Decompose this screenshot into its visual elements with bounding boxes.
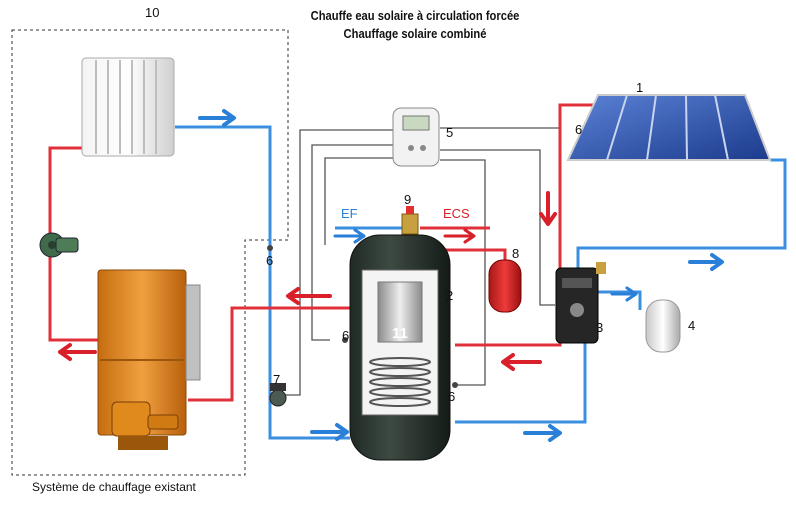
arrow-red-down: [539, 191, 557, 226]
system-number-label: 10: [145, 5, 159, 20]
sensors: [267, 245, 458, 388]
arrow-blue-tank-in: [310, 423, 349, 441]
label-pump-station: 3: [596, 320, 603, 335]
label-cold-water: EF: [341, 206, 358, 221]
controller: [392, 107, 440, 167]
arrow-red-ecs: [443, 228, 476, 244]
label-valve: 7: [273, 372, 280, 387]
label-hot-water: ECS: [443, 206, 470, 221]
flow-arrows: [58, 109, 724, 442]
label-expansion-vessel: 4: [688, 318, 695, 333]
circulator-pump: [39, 232, 79, 258]
expansion-vessel: [645, 299, 681, 353]
arrow-blue-ef: [333, 228, 366, 244]
radiator: [81, 57, 175, 157]
existing-system-boundary: [11, 29, 289, 476]
label-controller: 5: [446, 125, 453, 140]
arrow-blue-vessel: [610, 286, 638, 302]
sensor-tank-upper: [342, 337, 348, 343]
title-line-1: Chauffe eau solaire à circulation forcée: [310, 8, 520, 23]
label-expansion-tank: 8: [512, 246, 519, 261]
cold-pipes: [175, 125, 787, 440]
boiler: [97, 269, 201, 450]
title-line-2: Chauffage solaire combiné: [343, 26, 487, 41]
label-sensor-tank-upper: 6: [342, 328, 349, 343]
arrow-red-return: [501, 353, 542, 371]
red-expansion-tank: [488, 259, 522, 313]
label-solar-panel: 1: [636, 80, 643, 95]
sensor-left: [267, 245, 273, 251]
valve: [269, 383, 287, 407]
mixing-valve: [401, 206, 419, 235]
sensor-tank-lower: [452, 382, 458, 388]
arrow-blue-bottom: [523, 424, 562, 442]
arrow-red-tank-out: [286, 287, 332, 305]
label-tank-coil: 2: [446, 288, 453, 303]
existing-system-caption: Système de chauffage existant: [32, 480, 196, 494]
label-tank: 11: [392, 325, 408, 342]
arrow-blue-panel: [688, 253, 724, 271]
storage-tank: [349, 234, 451, 461]
arrow-blue-radiator: [198, 109, 236, 127]
label-sensor-left: 6: [266, 253, 273, 268]
arrow-red-boiler: [58, 343, 97, 361]
label-sensor-panel: 6: [575, 122, 582, 137]
label-mixing-valve: 9: [404, 192, 411, 207]
pump-station: [555, 262, 606, 344]
solar-panel: [566, 94, 772, 161]
label-sensor-tank-lower: 6: [448, 389, 455, 404]
